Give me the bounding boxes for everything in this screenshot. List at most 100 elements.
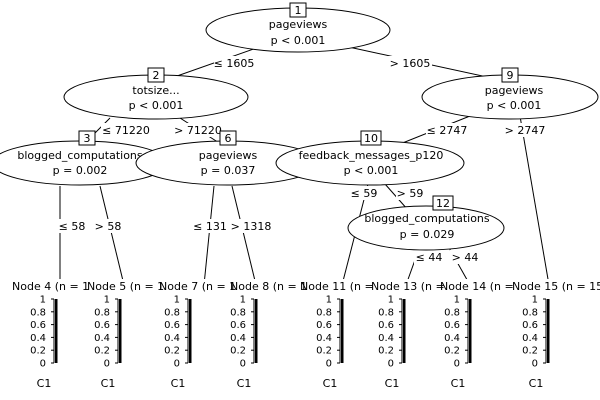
y-tick-label: 0 bbox=[388, 359, 394, 370]
y-tick-label: 0.4 bbox=[444, 333, 460, 344]
y-tick-label: 0.4 bbox=[230, 333, 246, 344]
terminal-plot-8: 10.8 0.6 0.4 0.2 0C1 bbox=[230, 295, 258, 390]
node-id: 2 bbox=[153, 69, 160, 82]
inner-node-12: 12 blogged_computations p = 0.029 bbox=[347, 195, 505, 251]
y-tick-label: 0.2 bbox=[164, 346, 180, 357]
y-tick-label: 0.2 bbox=[230, 346, 246, 357]
y-tick-label: 0.2 bbox=[94, 346, 110, 357]
y-tick-label: 0.2 bbox=[522, 346, 538, 357]
y-tick-label: 1 bbox=[240, 295, 246, 306]
terminal-node-7-label: Node 7 (n = 1 bbox=[159, 280, 236, 293]
terminal-node-15-label: Node 15 (n = 15) bbox=[512, 280, 600, 293]
node-variable: feedback_messages_p120 bbox=[299, 149, 444, 162]
y-tick-label: 0 bbox=[104, 359, 110, 370]
x-category-label: C1 bbox=[385, 377, 400, 390]
y-tick-label: 0.8 bbox=[378, 307, 394, 318]
y-tick-label: 0.6 bbox=[30, 320, 46, 331]
y-tick-label: 0.2 bbox=[444, 346, 460, 357]
y-tick-label: 0.2 bbox=[316, 346, 332, 357]
y-tick-label: 0.4 bbox=[94, 333, 110, 344]
y-tick-label: 0.8 bbox=[522, 307, 538, 318]
node-ellipse bbox=[347, 205, 505, 251]
x-category-label: C1 bbox=[451, 377, 466, 390]
x-category-label: C1 bbox=[101, 377, 116, 390]
y-tick-label: 0.6 bbox=[378, 320, 394, 331]
node-id: 10 bbox=[364, 132, 378, 145]
node-id-box bbox=[219, 130, 237, 146]
x-category-label: C1 bbox=[237, 377, 252, 390]
x-category-label: C1 bbox=[171, 377, 186, 390]
y-tick-label: 0.8 bbox=[444, 307, 460, 318]
y-tick-label: 1 bbox=[454, 295, 460, 306]
y-tick-label: 0.4 bbox=[30, 333, 46, 344]
edge-label-1-left: ≤ 1605 bbox=[214, 57, 255, 70]
node-pvalue: p = 0.002 bbox=[53, 164, 108, 177]
edge-label-9-right: > 2747 bbox=[505, 124, 546, 137]
y-tick-label: 0 bbox=[326, 359, 332, 370]
node-pvalue: p = 0.037 bbox=[201, 164, 256, 177]
inner-node-1: 1 pageviews p < 0.001 bbox=[205, 2, 391, 53]
y-tick-label: 0 bbox=[240, 359, 246, 370]
y-tick-label: 0.8 bbox=[230, 307, 246, 318]
node-variable: pageviews bbox=[199, 149, 258, 162]
edge-label-12-right: > 44 bbox=[452, 251, 479, 264]
bar-c1 bbox=[55, 299, 58, 363]
x-category-label: C1 bbox=[529, 377, 544, 390]
node-variable: totsize... bbox=[132, 84, 179, 97]
node-id: 1 bbox=[295, 4, 302, 17]
terminal-node-4-label: Node 4 (n = 1 bbox=[12, 280, 89, 293]
node-pvalue: p < 0.001 bbox=[129, 99, 184, 112]
y-tick-label: 0.6 bbox=[444, 320, 460, 331]
bar-c1 bbox=[119, 299, 122, 363]
y-tick-label: 0.6 bbox=[94, 320, 110, 331]
y-tick-label: 1 bbox=[40, 295, 46, 306]
inner-node-2: 2 totsize... p < 0.001 bbox=[63, 67, 249, 120]
edge-label-10-right: > 59 bbox=[397, 187, 424, 200]
x-category-label: C1 bbox=[37, 377, 52, 390]
terminal-node-8-label: Node 8 (n = 1 bbox=[230, 280, 307, 293]
y-tick-label: 0.4 bbox=[522, 333, 538, 344]
y-tick-label: 0 bbox=[454, 359, 460, 370]
node-pvalue: p = 0.029 bbox=[400, 228, 455, 241]
y-tick-label: 0 bbox=[174, 359, 180, 370]
node-pvalue: p < 0.001 bbox=[271, 34, 326, 47]
node-id-box bbox=[432, 195, 454, 211]
y-tick-label: 1 bbox=[174, 295, 180, 306]
y-tick-label: 0.6 bbox=[316, 320, 332, 331]
y-tick-label: 1 bbox=[388, 295, 394, 306]
y-tick-label: 1 bbox=[326, 295, 332, 306]
node-id-box bbox=[360, 130, 382, 146]
edge-3-5 bbox=[99, 185, 125, 286]
bar-c1 bbox=[189, 299, 192, 363]
edge-9-15 bbox=[519, 115, 550, 286]
edge-label-12-left: ≤ 44 bbox=[416, 251, 443, 264]
y-tick-label: 0.8 bbox=[164, 307, 180, 318]
inner-node-9: 9 pageviews p < 0.001 bbox=[421, 67, 599, 120]
node-pvalue: p < 0.001 bbox=[344, 164, 399, 177]
terminal-node-11-label: Node 11 (n = bbox=[300, 280, 374, 293]
node-variable: pageviews bbox=[269, 18, 328, 31]
node-variable: blogged_computations bbox=[17, 149, 143, 162]
edge-label-6-left: ≤ 131 bbox=[193, 220, 227, 233]
y-tick-label: 0.6 bbox=[164, 320, 180, 331]
edge-6-7 bbox=[203, 185, 215, 286]
bar-c1 bbox=[547, 299, 550, 363]
y-tick-label: 0.8 bbox=[30, 307, 46, 318]
x-category-label: C1 bbox=[323, 377, 338, 390]
node-id-box bbox=[78, 130, 96, 146]
y-tick-label: 0.6 bbox=[522, 320, 538, 331]
y-tick-label: 0.4 bbox=[378, 333, 394, 344]
edge-label-6-right: > 1318 bbox=[231, 220, 272, 233]
edge-label-10-left: ≤ 59 bbox=[351, 187, 378, 200]
tree-edges bbox=[59, 45, 550, 286]
edge-labels: ≤ 1605 > 1605 ≤ 71220 > 71220 ≤ 58 > 58 … bbox=[57, 56, 546, 264]
y-tick-label: 0.8 bbox=[94, 307, 110, 318]
node-variable: blogged_computations bbox=[364, 212, 490, 225]
y-tick-label: 0.6 bbox=[230, 320, 246, 331]
